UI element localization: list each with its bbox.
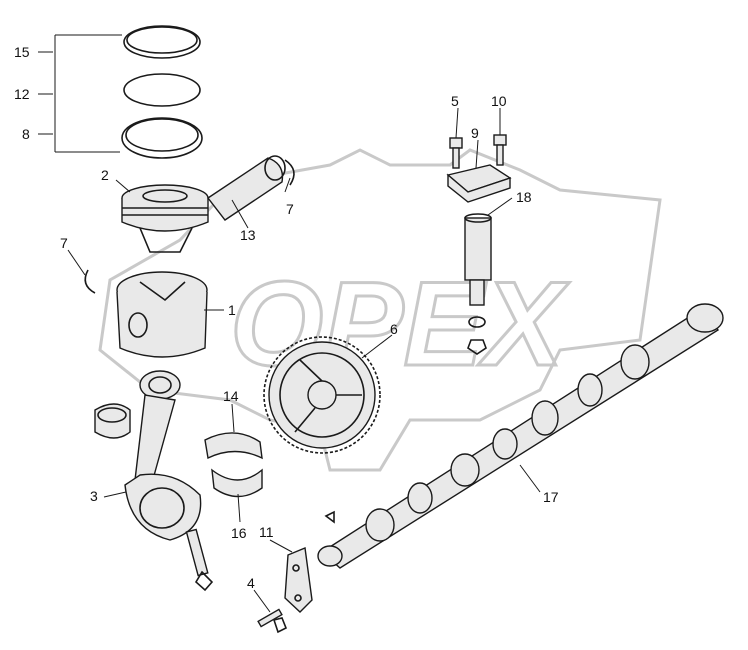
callout-17: 17 — [543, 489, 559, 505]
callout-7-right: 7 — [286, 201, 294, 217]
piston-pin[interactable] — [206, 155, 286, 221]
callout-5: 5 — [451, 93, 459, 109]
camshaft[interactable] — [317, 303, 724, 569]
callout-2: 2 — [101, 167, 109, 183]
callout-11: 11 — [259, 524, 274, 540]
connecting-rod[interactable] — [124, 370, 214, 592]
piston-ring-15[interactable] — [123, 25, 201, 59]
ring-bracket — [38, 34, 122, 153]
bolt-4[interactable] — [257, 608, 288, 634]
callout-14: 14 — [223, 388, 239, 404]
callout-3: 3 — [90, 488, 98, 504]
thrust-plate[interactable] — [284, 547, 313, 613]
callout-12: 12 — [14, 86, 30, 102]
leader-lines — [67, 107, 541, 613]
piston-ring-12[interactable] — [123, 73, 201, 107]
bearing-shell-16[interactable] — [211, 468, 263, 498]
cam-gear[interactable] — [263, 336, 381, 454]
callout-13: 13 — [240, 227, 256, 243]
callout-8: 8 — [22, 126, 30, 142]
callout-1: 1 — [228, 302, 236, 318]
bearing-shell-14[interactable] — [204, 432, 263, 460]
callout-16: 16 — [231, 525, 247, 541]
piston-upper[interactable] — [121, 184, 209, 253]
callout-10: 10 — [491, 93, 507, 109]
retaining-plate-9[interactable] — [446, 164, 512, 203]
callout-labels: 15 12 8 2 7 7 13 1 5 10 9 18 6 14 3 16 1… — [14, 44, 559, 591]
callout-18: 18 — [516, 189, 532, 205]
piston-ring-8[interactable] — [121, 117, 203, 159]
callout-9: 9 — [471, 125, 479, 141]
piston-lower[interactable] — [116, 271, 208, 358]
callout-6: 6 — [390, 321, 398, 337]
plunger-assembly[interactable] — [464, 213, 492, 355]
snap-ring-left[interactable] — [84, 269, 96, 294]
callout-15: 15 — [14, 44, 30, 60]
rod-bushing[interactable] — [94, 403, 131, 439]
snap-ring-right[interactable] — [284, 159, 295, 186]
callout-4: 4 — [247, 575, 255, 591]
callout-7-left: 7 — [60, 235, 68, 251]
